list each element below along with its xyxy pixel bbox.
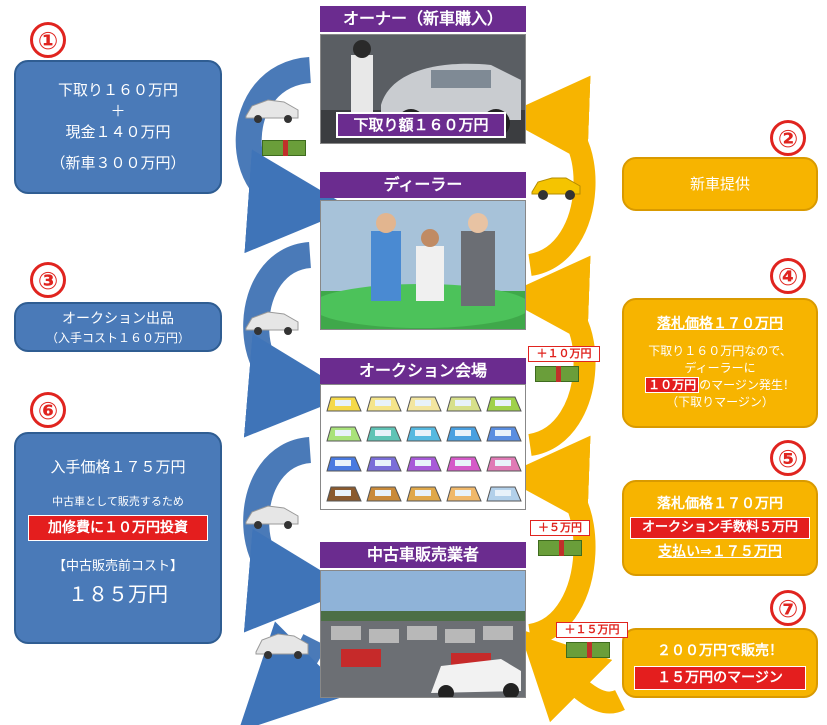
dealer-title: ディーラー: [320, 172, 526, 198]
step-6-line4: １８５万円: [68, 582, 168, 606]
auction-car-window: [495, 430, 511, 436]
step-3-number: ③: [30, 262, 66, 298]
arrow-customer-to-used: [518, 628, 625, 723]
auction-car-window: [335, 430, 351, 436]
auction-car-window: [335, 400, 351, 406]
auction-car-window: [495, 460, 511, 466]
step-1-line3: 現金１４０万円: [65, 123, 171, 141]
auction-cars-grid: [326, 396, 522, 502]
step-4-highlight: １０万円: [645, 377, 700, 393]
auction-car-window: [455, 400, 471, 406]
money-bundle-icon: [538, 540, 582, 556]
car-icon: [255, 633, 309, 659]
step-6-line2: 中古車として販売するため: [52, 495, 184, 508]
auction-car-window: [375, 490, 391, 496]
money-bundle-icon: [262, 140, 306, 156]
car-icon: [245, 311, 299, 335]
money-bundle-icon: [535, 366, 579, 382]
arrow-owner-to-dealer: [235, 57, 352, 254]
tag-plus-15: ＋１５万円: [556, 622, 628, 638]
auction-car-window: [375, 460, 391, 466]
arrow-dealer-to-owner: [501, 75, 596, 276]
step-1-line4: （新車３００万円）: [50, 154, 186, 172]
step-1-line1: 下取り１６０万円: [57, 81, 178, 99]
step-5-line3: 支払い⇒１７５万円: [658, 544, 782, 560]
money-bundle-icon: [566, 642, 610, 658]
used-dealer-photo-image: [321, 571, 525, 697]
step-7-box: ２００万円で販売！ １５万円のマージン: [622, 628, 818, 698]
step-2-box: 新車提供: [622, 157, 818, 211]
step-3-line1: オークション出品: [62, 311, 174, 327]
auction-car-window: [495, 490, 511, 496]
step-1-number: ①: [30, 22, 66, 58]
step-6-highlight: 加修費に１０万円投資: [28, 515, 208, 541]
used-dealer-photo: [320, 570, 526, 698]
dealer-photo: [320, 200, 526, 330]
step-7-highlight: １５万円のマージン: [634, 666, 806, 690]
step-4-box: 落札価格１７０万円 下取り１６０万円なので、 ディーラーに １０万円のマージン発…: [622, 298, 818, 428]
step-5-box: 落札価格１７０万円 オークション手数料５万円 支払い⇒１７５万円: [622, 480, 818, 576]
auction-car-window: [455, 460, 471, 466]
step-3-box: オークション出品 （入手コスト１６０万円）: [14, 302, 222, 352]
arrow-used-to-auction: [501, 435, 596, 646]
step-6-line3: 【中古販売前コスト】: [52, 559, 183, 574]
auction-car-window: [415, 400, 431, 406]
auction-car-window: [335, 460, 351, 466]
step-4-line1: 下取り１６０万円なので、: [648, 344, 792, 358]
auction-car-window: [335, 490, 351, 496]
step-5-highlight: オークション手数料５万円: [630, 517, 810, 539]
step-6-line1: 入手価格１７５万円: [50, 458, 186, 476]
used-dealer-title: 中古車販売業者: [320, 542, 526, 568]
step-7-line1: ２００万円で販売！: [657, 643, 783, 659]
auction-car-window: [415, 490, 431, 496]
step-2-number: ②: [770, 120, 806, 156]
step-2-text: 新車提供: [689, 175, 750, 193]
auction-car-window: [375, 430, 391, 436]
dealer-photo-image: [321, 201, 525, 329]
step-4-line4: （下取りマージン）: [666, 395, 774, 409]
step-4-title: 落札価格１７０万円: [657, 316, 783, 332]
yellow-car-icon: [531, 177, 581, 200]
car-icon: [245, 505, 299, 529]
auction-car-window: [495, 400, 511, 406]
step-3-line2: （入手コスト１６０万円）: [45, 331, 190, 345]
step-4-line3: のマージン発生！: [699, 378, 795, 392]
step-1-box: 下取り１６０万円 ＋ 現金１４０万円 （新車３００万円）: [14, 60, 222, 194]
tag-plus-10: ＋１０万円: [528, 346, 600, 362]
step-6-box: 入手価格１７５万円 中古車として販売するため 加修費に１０万円投資 【中古販売前…: [14, 432, 222, 644]
auction-title: オークション会場: [320, 358, 526, 384]
auction-car-window: [455, 490, 471, 496]
step-6-number: ⑥: [30, 392, 66, 428]
auction-car-window: [415, 460, 431, 466]
auction-car-window: [415, 430, 431, 436]
step-1-plus: ＋: [110, 102, 126, 120]
step-7-number: ⑦: [770, 590, 806, 626]
step-4-line2: ディーラーに: [684, 361, 756, 375]
tag-plus-5: ＋５万円: [530, 520, 590, 536]
auction-car-window: [375, 400, 391, 406]
auction-car-window: [455, 430, 471, 436]
step-5-number: ⑤: [770, 440, 806, 476]
owner-title: オーナー（新車購入）: [320, 6, 526, 32]
arrow-used-out: [238, 621, 349, 725]
car-icon: [245, 99, 299, 123]
owner-trade-in-label: 下取り額１６０万円: [336, 112, 506, 138]
auction-photo: [320, 384, 526, 510]
arrow-auction-to-dealer: [501, 255, 596, 456]
step-4-number: ④: [770, 258, 806, 294]
step-5-line1: 落札価格１７０万円: [657, 496, 783, 512]
